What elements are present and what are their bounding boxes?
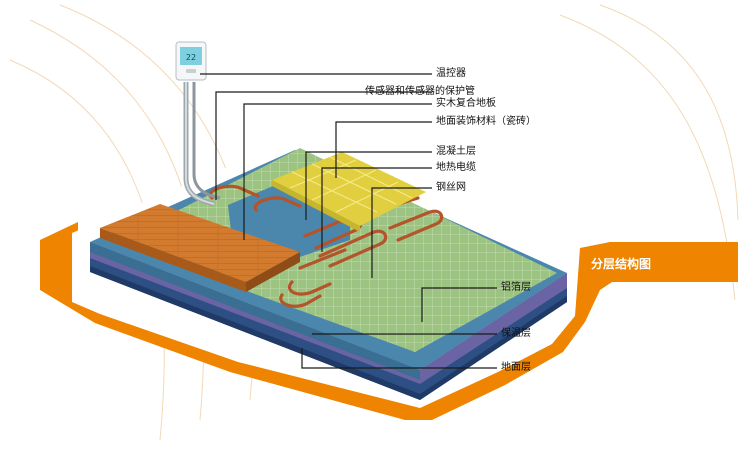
- leader-sensor: [215, 91, 432, 200]
- leader-tile: [335, 121, 432, 178]
- label-wood-floor: 实木复合地板: [436, 98, 496, 109]
- wood-floor-block: [100, 204, 300, 282]
- label-foil-layer: 铝箔层: [501, 282, 531, 293]
- label-insulation-layer: 保温层: [501, 328, 531, 339]
- label-concrete-layer: 混凝土层: [436, 146, 476, 157]
- diagram-title: 分层结构图: [591, 257, 652, 271]
- label-ground-layer: 地面层: [501, 362, 531, 373]
- leader-mesh: [371, 187, 432, 278]
- leader-cable: [321, 167, 432, 252]
- label-floor-finish-tile: 地面装饰材料（瓷砖）: [436, 116, 536, 127]
- concrete-layer-edge: [90, 242, 420, 380]
- leader-ground: [301, 348, 497, 369]
- leader-wood: [243, 103, 432, 240]
- ceramic-tile-block: [272, 152, 426, 226]
- svg-text:22: 22: [186, 53, 196, 62]
- leader-concrete: [305, 151, 432, 220]
- label-thermostat: 温控器: [436, 68, 466, 79]
- label-heating-cable: 地热电缆: [436, 162, 476, 173]
- wood-floor-side: [246, 252, 300, 292]
- leader-lines: [200, 73, 497, 369]
- wood-floor-edge: [100, 228, 246, 292]
- label-sensor-protection-tube: 传感器和传感器的保护管: [365, 86, 475, 97]
- ceramic-tile-edge: [272, 180, 360, 232]
- leader-foil: [421, 287, 497, 322]
- label-steel-mesh: 钢丝网: [436, 182, 466, 193]
- thermostat-device: 22: [175, 41, 207, 81]
